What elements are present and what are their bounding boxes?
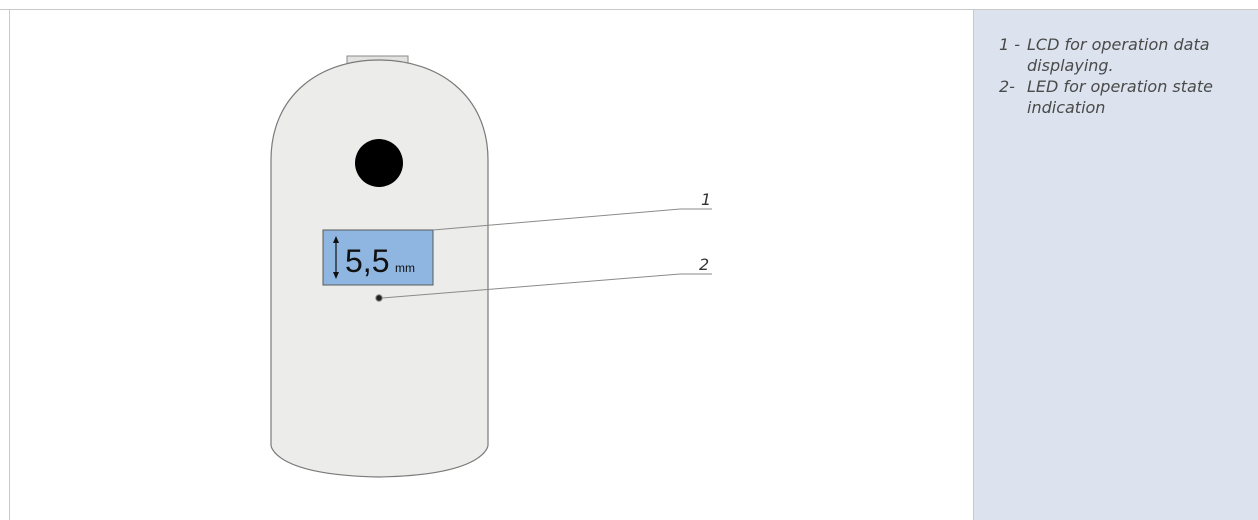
legend-item-text: LED for operation state indication	[1027, 77, 1213, 117]
sensor-hole	[355, 139, 403, 187]
legend-list: 1 - LCD for operation data displaying. 2…	[999, 34, 1227, 118]
led-indicator	[375, 294, 383, 302]
leader-line-2	[381, 273, 681, 299]
device-drawing: 5,5 mm 1 2	[270, 55, 712, 478]
lcd-screen	[322, 229, 434, 286]
top-border	[0, 9, 1258, 10]
legend-panel: 1 - LCD for operation data displaying. 2…	[973, 10, 1258, 520]
callout-number-1: 1	[701, 190, 711, 209]
lcd-reading: 5,5	[345, 243, 389, 279]
legend-item: 2- LED for operation state indication	[999, 76, 1227, 118]
left-border	[9, 9, 10, 520]
legend-item-number: 2-	[999, 77, 1015, 96]
leader-line-1	[432, 208, 681, 231]
legend-item-number: 1 -	[999, 35, 1021, 54]
legend-item-text: LCD for operation data displaying.	[1027, 35, 1210, 75]
legend-item: 1 - LCD for operation data displaying.	[999, 34, 1227, 76]
up-down-arrow-icon	[333, 236, 339, 279]
callout-number-2: 2	[699, 255, 709, 274]
lcd-unit: mm	[395, 261, 415, 275]
